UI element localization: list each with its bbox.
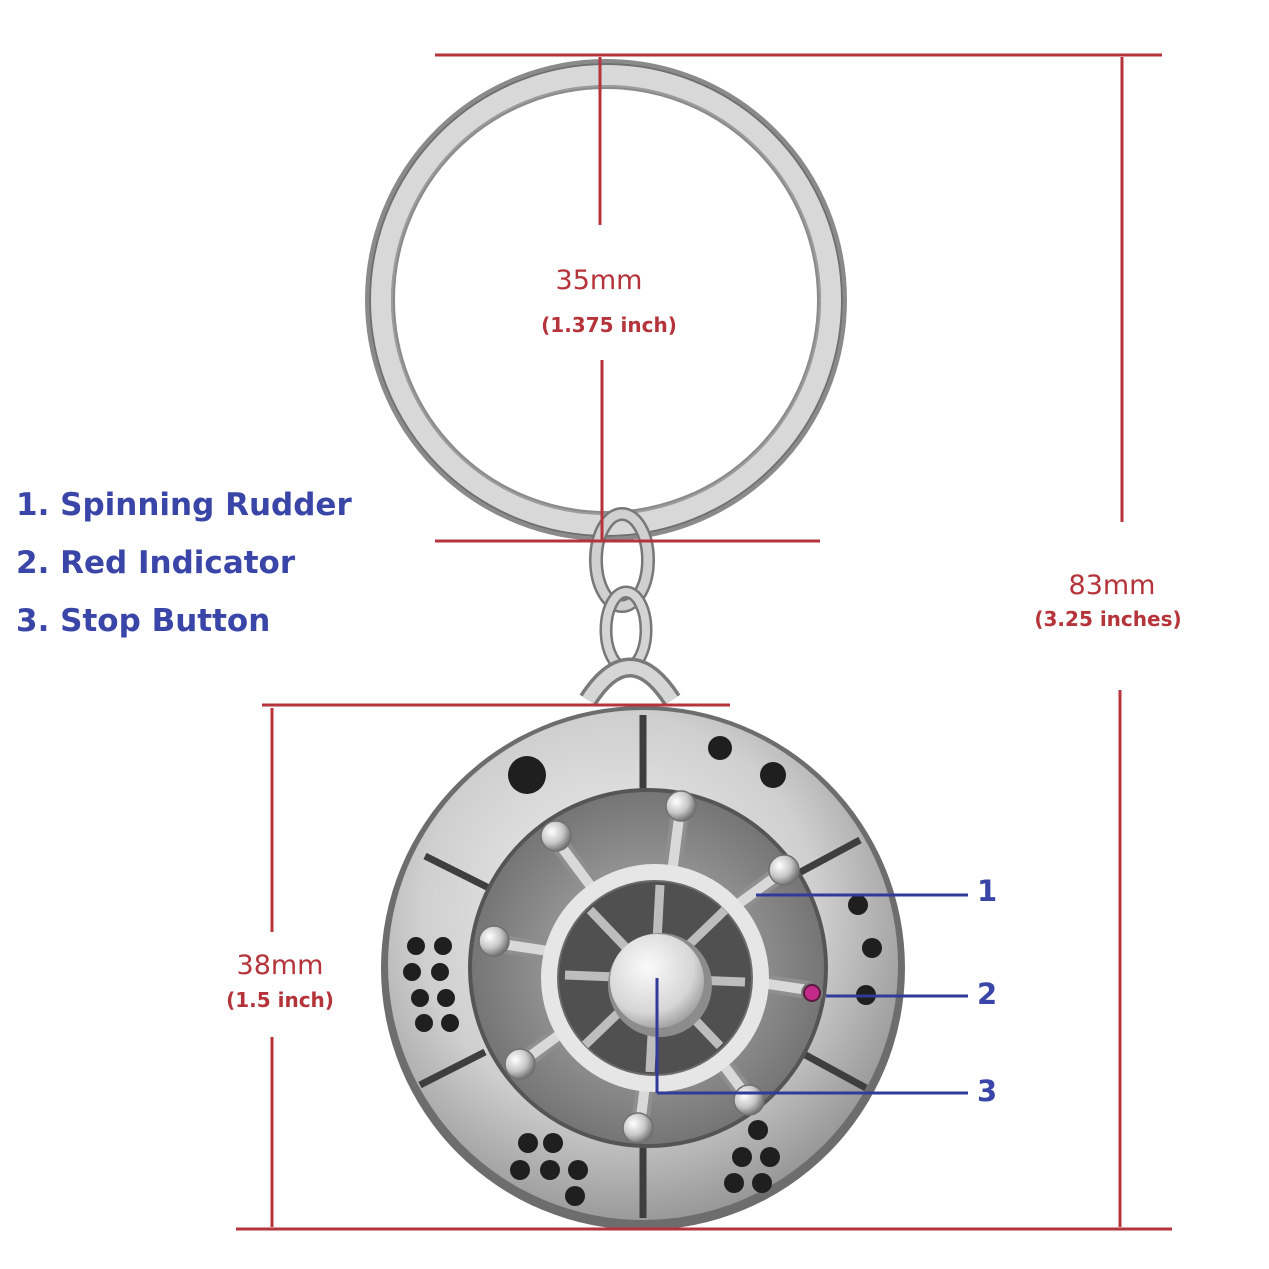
callout-number-1: 1 bbox=[977, 874, 998, 908]
callout-number-3: 3 bbox=[977, 1074, 998, 1108]
split-key-ring bbox=[365, 59, 847, 541]
ring-dimension-mm: 35mm bbox=[555, 265, 643, 296]
connector-links bbox=[579, 507, 681, 706]
ring-dimension-inch: (1.375 inch) bbox=[541, 313, 677, 337]
stop-button bbox=[608, 933, 712, 1037]
legend-item-stop-button: 3. Stop Button bbox=[16, 603, 271, 639]
red-indicator bbox=[803, 984, 821, 1002]
decorative-dots bbox=[403, 736, 882, 1206]
legend-item-red-indicator: 2. Red Indicator bbox=[16, 545, 296, 581]
legend-item-spinning-rudder: 1. Spinning Rudder bbox=[16, 487, 352, 523]
total-dimension-mm: 83mm bbox=[1068, 570, 1156, 601]
pendant-dimension-mm: 38mm bbox=[236, 950, 324, 981]
total-dimension-inch: (3.25 inches) bbox=[1034, 607, 1182, 631]
dimension-lines bbox=[236, 53, 1172, 1231]
callout-number-2: 2 bbox=[977, 977, 998, 1011]
callout-lines bbox=[655, 893, 968, 1095]
pendant-dimension-inch: (1.5 inch) bbox=[226, 988, 334, 1012]
